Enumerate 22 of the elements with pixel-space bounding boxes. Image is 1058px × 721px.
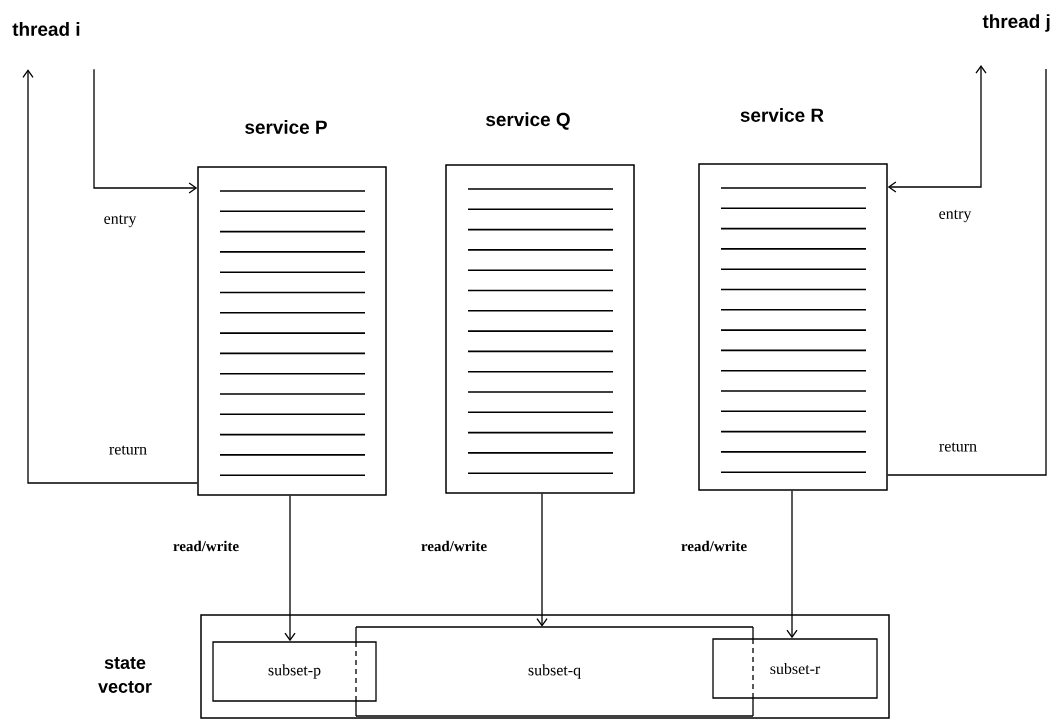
arrow <box>93 68 198 194</box>
arrow <box>284 495 296 642</box>
arrow <box>536 493 548 627</box>
edge-label: read/write <box>421 540 487 552</box>
edge-label: entry <box>939 209 972 223</box>
box-heading: service R <box>740 108 824 122</box>
edge-label: return <box>939 442 977 452</box>
box-heading: service Q <box>486 112 570 130</box>
box-heading: service P <box>245 120 327 134</box>
edge-label: read/write <box>173 540 239 552</box>
edge-label: return <box>109 445 147 455</box>
edge-label: entry <box>104 214 137 228</box>
arrow <box>887 65 987 193</box>
arrow <box>786 490 798 639</box>
arrow <box>22 69 198 484</box>
box-heading: state vector <box>98 657 152 693</box>
subset-box: subset-p <box>212 641 377 702</box>
thread-label: thread j <box>982 14 1050 32</box>
subset-box: subset-q <box>355 626 754 717</box>
thread-label: thread i <box>12 22 80 36</box>
subset-box: subset-r <box>712 638 878 699</box>
edge-label: read/write <box>681 540 747 552</box>
